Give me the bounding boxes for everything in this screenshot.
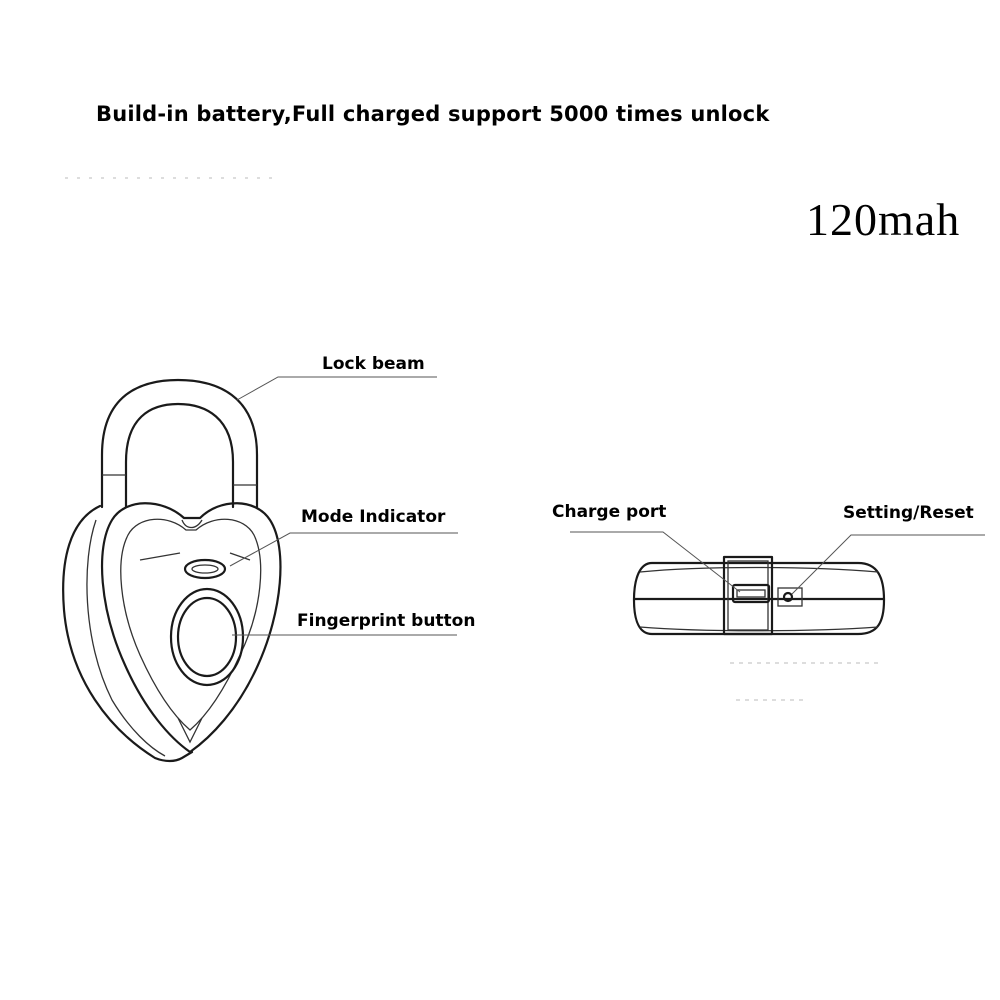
heart-body-front [100,502,282,754]
fingerprint-button [169,587,245,687]
base-outline [632,561,886,636]
headline: Build-in battery,Full charged support 50… [96,102,770,126]
padlock-front-view [62,376,458,763]
reset-hole [782,591,794,603]
mode-indicator-light [183,558,227,580]
mode-indicator-label: Mode Indicator [301,507,446,527]
charge-port [731,583,771,604]
padlock-bottom-view [570,531,985,636]
lock-beam-label: Lock beam [322,354,425,374]
heart-body-rear [62,504,194,763]
setting-reset-label: Setting/Reset [843,503,974,523]
scan-artifacts [65,177,878,701]
charge-port-label: Charge port [552,502,667,522]
fingerprint-button-label: Fingerprint button [297,611,476,631]
lock-beam-shape [100,378,259,509]
battery-capacity: 120mah [806,194,961,245]
